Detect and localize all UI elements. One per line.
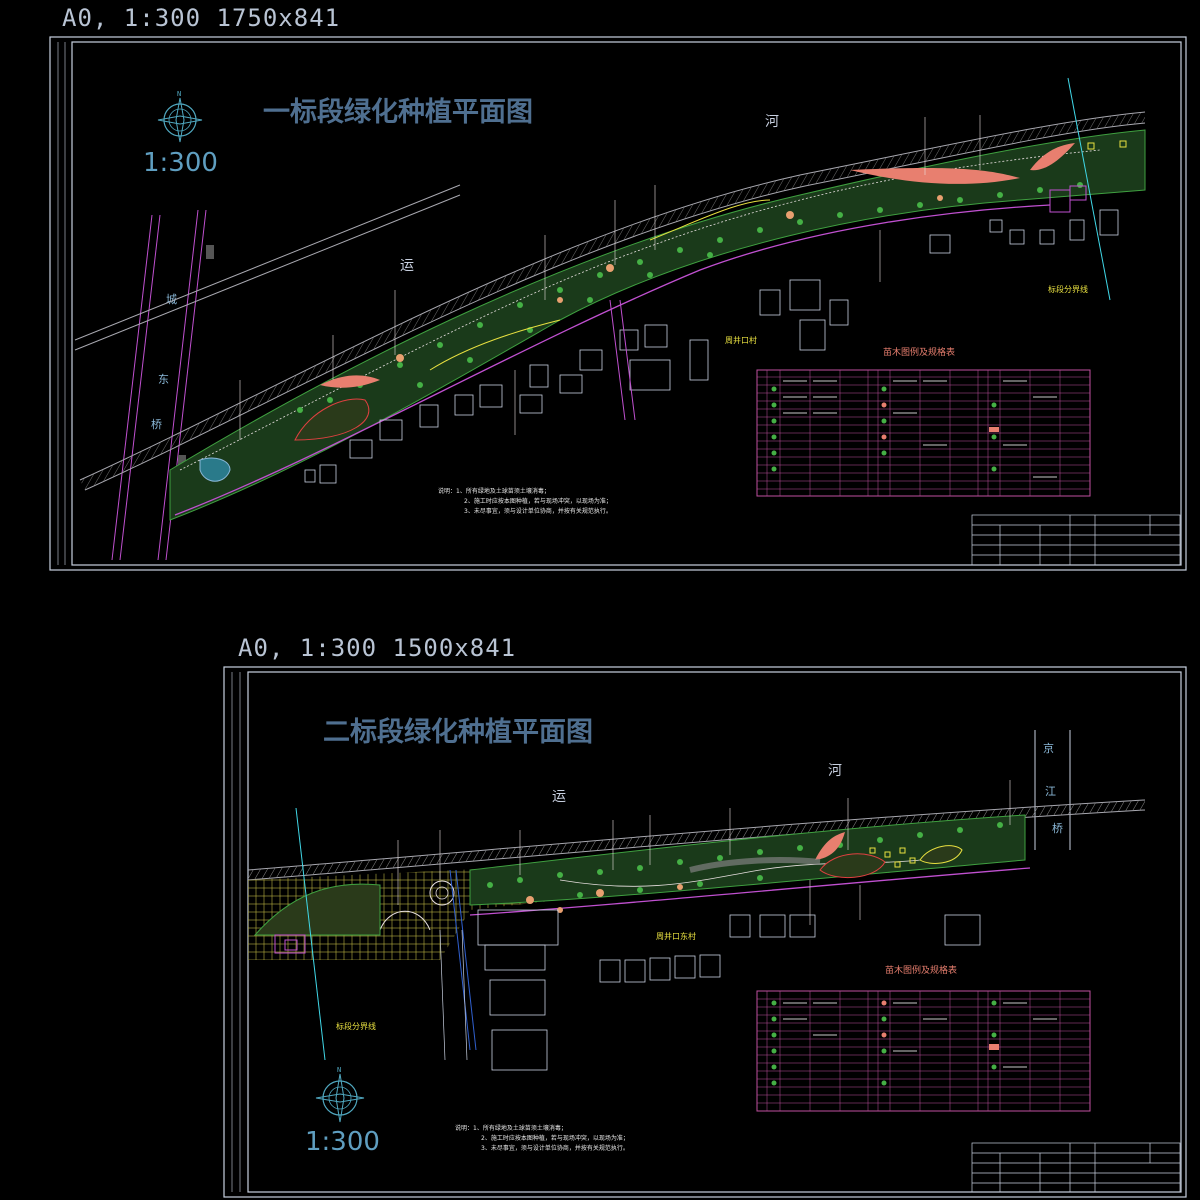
svg-text:桥: 桥 [1052, 822, 1063, 835]
sheet2-river-label-yun: 运 [552, 789, 566, 805]
sheet2-boundary-label: 标段分界线 [336, 1021, 376, 1031]
sheet2-plaza-features [253, 869, 477, 1061]
sheet1-legend-title: 苗木图例及规格表 [883, 346, 955, 358]
sheet1-planting-belt [169, 129, 1146, 521]
svg-text:2、施工时应按本图种植，若与现场冲突，以现场为准；: 2、施工时应按本图种植，若与现场冲突，以现场为准； [464, 497, 612, 505]
sheet1-north-arrow-icon: N [157, 90, 203, 143]
sheet2-legend-table [756, 990, 1091, 1112]
sheet1-legend-table [756, 369, 1091, 497]
sheet2-size-label: A0, 1:300 1500x841 [238, 634, 517, 662]
sheet2-river-label-he: 河 [828, 763, 842, 779]
sheet1-river-label-yun: 运 [400, 258, 414, 274]
sheet1-scale: 1:300 [143, 148, 218, 178]
sheet2-notes: 说明：1、所有绿地及土球苗须土壤消毒； 2、施工时应按本图种植，若与现场冲突，以… [455, 1124, 629, 1152]
sheet1-size-label: A0, 1:300 1750x841 [62, 4, 341, 32]
sheet2-scale: 1:300 [305, 1127, 380, 1157]
sheet1-outer-frame [49, 36, 1187, 571]
svg-text:说明：1、所有绿地及土球苗须土壤消毒；: 说明：1、所有绿地及土球苗须土壤消毒； [455, 1124, 567, 1132]
svg-text:东: 东 [158, 373, 169, 386]
sheet1-river-road [74, 111, 1146, 491]
svg-text:城: 城 [166, 293, 177, 306]
sheet1-river-label-he: 河 [765, 114, 779, 130]
svg-text:江: 江 [1045, 785, 1056, 798]
sheet2-buildings [477, 909, 981, 1071]
svg-text:N: N [337, 1066, 341, 1074]
svg-text:2、施工时应按本图种植，若与现场冲突，以现场为准；: 2、施工时应按本图种植，若与现场冲突，以现场为准； [481, 1134, 629, 1142]
sheet2-legend-title: 苗木图例及规格表 [885, 964, 957, 976]
sheet2-title: 二标段绿化种植平面图 [323, 716, 593, 748]
sheet1-boundary-label: 标段分界线 [1048, 284, 1088, 294]
svg-text:3、未尽事宜，须与设计单位协商，并按有关规范执行。: 3、未尽事宜，须与设计单位协商，并按有关规范执行。 [464, 507, 612, 515]
sheet1-title-block [971, 514, 1181, 566]
sheet2-title-block [971, 1142, 1181, 1193]
sheet1-village-label: 周井口村 [725, 335, 757, 345]
sheet2-boundary-line [295, 807, 326, 1061]
svg-text:N: N [177, 90, 181, 98]
sheet2-north-arrow-icon: N [315, 1066, 365, 1123]
svg-text:3、未尽事宜，须与设计单位协商，并按有关规范执行。: 3、未尽事宜，须与设计单位协商，并按有关规范执行。 [481, 1144, 629, 1152]
sheet2-bridge-road [1034, 730, 1071, 850]
sheet1-buildings [304, 209, 1119, 484]
sheet2-outer-frame [223, 666, 1187, 1198]
sheet1-boundary-line [1067, 77, 1111, 301]
sheet1-title: 一标段绿化种植平面图 [263, 96, 533, 128]
sheet1: 一标段绿化种植平面图 N 1:300 城 东 桥 [49, 36, 1187, 571]
sheet2-village-label: 周井口东村 [656, 931, 696, 941]
svg-text:桥: 桥 [151, 418, 162, 431]
sheet2: 二标段绿化种植平面图 京 江 桥 [223, 666, 1187, 1198]
sheet1-inner-frame [71, 41, 1182, 566]
sheet1-notes: 说明：1、所有绿地及土球苗须土壤消毒； 2、施工时应按本图种植，若与现场冲突，以… [438, 487, 612, 515]
svg-text:京: 京 [1043, 741, 1054, 755]
sheet2-planting-belt [469, 814, 1031, 916]
svg-text:说明：1、所有绿地及土球苗须土壤消毒；: 说明：1、所有绿地及土球苗须土壤消毒； [438, 487, 550, 495]
